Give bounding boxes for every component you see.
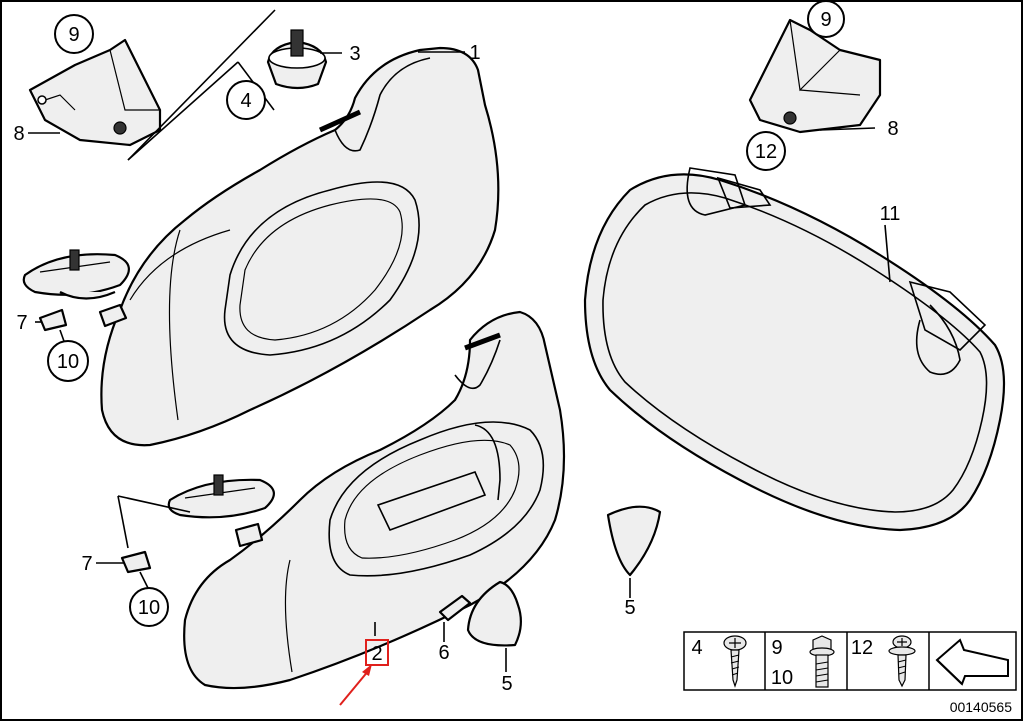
callout-circle-9-right: [807, 0, 845, 38]
bearing-part-3: [266, 29, 328, 90]
callout-circle-9-left: [54, 14, 94, 54]
mounting-upper: [22, 249, 130, 300]
label-5-lower: 5: [501, 673, 512, 695]
sun-visor-part-2: [183, 310, 566, 690]
label-10-upper: 10: [57, 351, 79, 373]
label-7-upper: 7: [16, 312, 27, 334]
label-1: 1: [469, 42, 480, 64]
clip-part-7-upper: [38, 303, 128, 332]
screw-icon: [723, 635, 747, 688]
callout-circle-12: [746, 131, 786, 171]
bracket-right-part-8: [748, 18, 882, 134]
washer-screw-icon: [888, 635, 916, 688]
label-11: 11: [880, 203, 901, 225]
label-9-right: 9: [820, 9, 831, 31]
callout-circle-4: [226, 80, 266, 120]
label-12: 12: [755, 141, 777, 163]
label-2: 2: [371, 643, 382, 665]
legend-12: 12: [851, 637, 873, 659]
label-10-lower: 10: [138, 597, 160, 619]
clip-part-7-lower: [120, 522, 264, 574]
label-9-left: 9: [68, 24, 79, 46]
label-3: 3: [349, 43, 360, 65]
label-8-right: 8: [887, 118, 898, 140]
sun-visor-part-1: [100, 46, 500, 447]
legend-4: 4: [691, 637, 702, 659]
bracket-left-part-8: [28, 38, 162, 147]
callout-circle-10-upper: [47, 340, 89, 382]
label-4: 4: [240, 90, 251, 112]
legend-10: 10: [771, 667, 793, 689]
highlight-box-2: [365, 639, 389, 666]
diagram-id: 00140565: [950, 699, 1013, 715]
sun-visor-part-11: [583, 167, 1006, 532]
fastener-legend: 4 9 10 12: [683, 631, 1017, 691]
bolt-icon: [809, 635, 835, 688]
cover-cap-part-5: [466, 505, 662, 647]
label-6: 6: [438, 642, 449, 664]
mounting-lower: [167, 474, 275, 519]
clip-part-6: [438, 594, 472, 622]
label-8-left: 8: [13, 123, 24, 145]
callout-circle-10-lower: [129, 587, 169, 627]
label-7-lower: 7: [81, 553, 92, 575]
label-5-right: 5: [624, 597, 635, 619]
legend-9: 9: [771, 637, 782, 659]
highlight-arrow: [339, 664, 372, 706]
direction-arrow-icon: [935, 638, 1009, 686]
